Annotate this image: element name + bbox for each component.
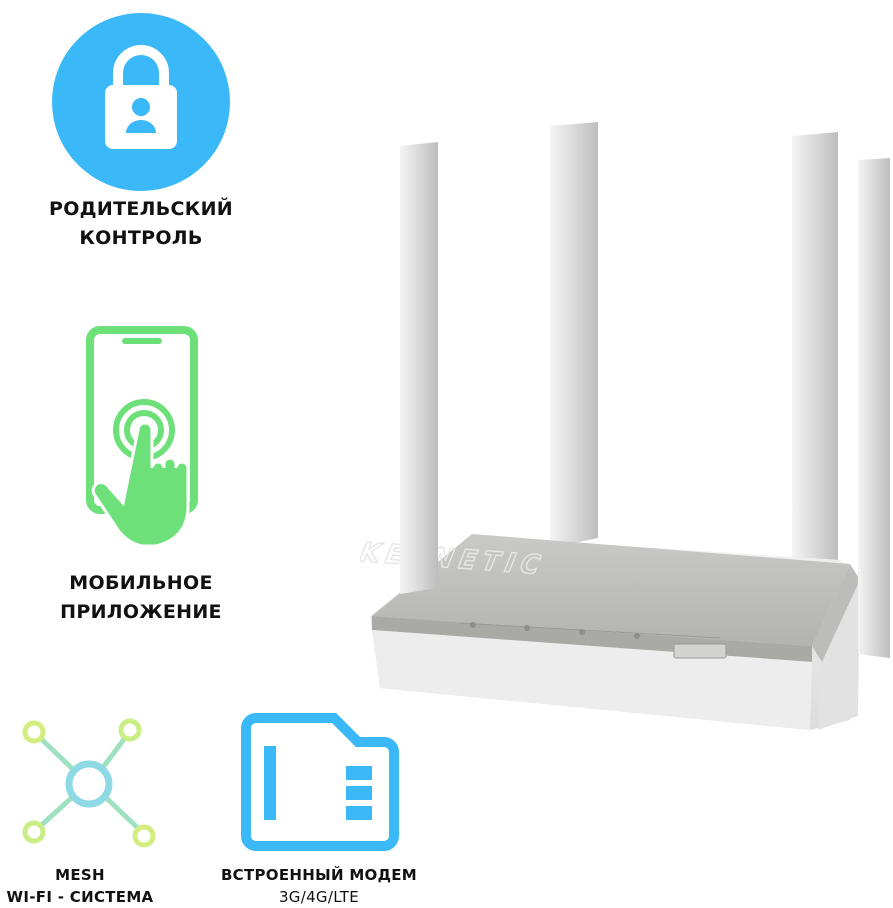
modem-line1: ВСТРОЕННЫЙ МОДЕМ	[220, 866, 418, 884]
parental-control-label: РОДИТЕЛЬСКИЙ КОНТРОЛЬ	[30, 195, 252, 253]
modem-label: ВСТРОЕННЫЙ МОДЕМ 3G/4G/LTE	[200, 864, 438, 908]
modem-icon	[238, 712, 400, 852]
parental-control-icon	[52, 13, 230, 191]
mesh-network-icon	[22, 718, 156, 848]
sim-card-icon	[241, 713, 399, 851]
mobile-app-line1: МОБИЛЬНОЕ	[69, 572, 213, 594]
mesh-icon	[16, 712, 162, 858]
mesh-line1: MESH	[55, 866, 105, 884]
router-image: KEENETIC	[354, 118, 892, 738]
mobile-app-line2: ПРИЛОЖЕНИЕ	[60, 601, 222, 623]
modem-line2: 3G/4G/LTE	[278, 888, 360, 906]
phone-tap-icon	[86, 326, 198, 548]
parental-control-line2: КОНТРОЛЬ	[79, 227, 203, 249]
mesh-label: MESH WI-FI - СИСТЕМА	[0, 864, 160, 908]
mobile-app-icon	[86, 326, 204, 548]
parental-control-line1: РОДИТЕЛЬСКИЙ	[49, 198, 233, 220]
lock-icon	[52, 13, 230, 191]
mobile-app-label: МОБИЛЬНОЕ ПРИЛОЖЕНИЕ	[30, 569, 252, 627]
mesh-line2: WI-FI - СИСТЕМА	[6, 888, 154, 906]
